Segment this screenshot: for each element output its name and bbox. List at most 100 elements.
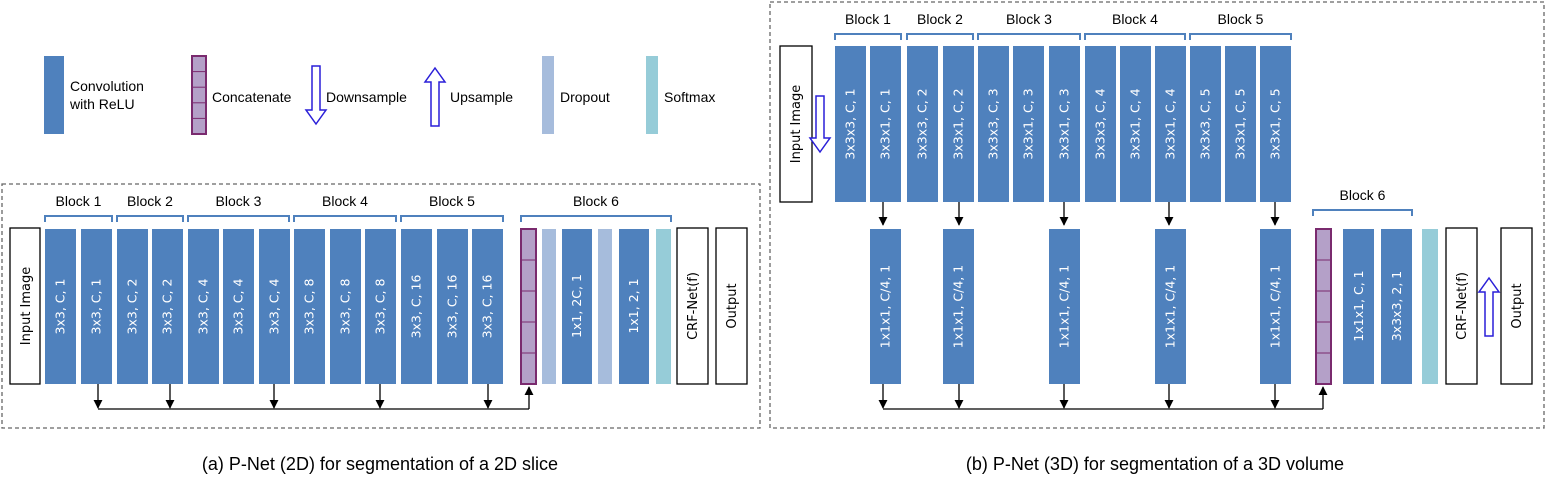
block-label-3d-bracket bbox=[1312, 209, 1413, 216]
block-label-3d: Block 6 bbox=[1340, 187, 1386, 203]
conv-layer-2d bbox=[437, 229, 468, 384]
block-label-2d-bracket bbox=[400, 215, 504, 222]
conv-layer-2d bbox=[152, 229, 183, 384]
crf-label-2d: CRF-Net(f) bbox=[686, 272, 701, 340]
conv-layer-2d-label: 3x3, C, 1 bbox=[53, 279, 68, 335]
reduce-layer-3d-label: 1x1x1, C/4, 1 bbox=[1268, 265, 1283, 348]
legend-dropout-label: Dropout bbox=[560, 89, 610, 105]
conv-layer-3d-label: 3x3x1, C, 3 bbox=[1021, 88, 1036, 159]
block-outputs-3d bbox=[878, 202, 1280, 226]
block-label-2d: Block 5 bbox=[429, 193, 475, 209]
conv-layer-3d bbox=[1260, 46, 1291, 202]
block-label-2d: Block 3 bbox=[216, 193, 262, 209]
dropout-2d-b bbox=[598, 229, 612, 384]
conv-layer-2d-label: 3x3, C, 16 bbox=[409, 275, 424, 339]
panel-2d: Input Image 3x3, C, 1 3x3, C, 1 3x3, C, 2 3… bbox=[1, 183, 761, 474]
conv-layer-2d bbox=[259, 229, 290, 384]
block-label-2d-bracket bbox=[187, 215, 290, 222]
conv-layer-3d-label: 3x3x1, C, 4 bbox=[1163, 88, 1178, 159]
legend-dropout-swatch bbox=[542, 56, 554, 134]
reduce-layer-3d-label: 1x1x1, C/4, 1 bbox=[951, 265, 966, 348]
conv-layer-2d-label: 3x3, C, 4 bbox=[196, 279, 211, 335]
reduce-layer-3d bbox=[1155, 229, 1186, 384]
conv-layer-3d bbox=[870, 46, 901, 202]
block-label-3d: Block 2 bbox=[917, 11, 963, 27]
block-label-3d-bracket bbox=[834, 33, 902, 40]
conv-layer-2d bbox=[330, 229, 361, 384]
caption-2d: (a) P-Net (2D) for segmentation of a 2D … bbox=[202, 454, 558, 474]
conv-layer-2d bbox=[188, 229, 219, 384]
conv-layer-2d-label: 3x3, C, 8 bbox=[338, 279, 353, 335]
block-label-2d: Block 4 bbox=[322, 193, 368, 209]
conv-layer-2d-label: 3x3, C, 8 bbox=[302, 279, 317, 335]
conv-layer-3d bbox=[978, 46, 1009, 202]
legend-conv-swatch bbox=[44, 56, 64, 134]
conv-layer-3d bbox=[835, 46, 866, 202]
reduce-layer-3d-label: 1x1x1, C/4, 1 bbox=[878, 265, 893, 348]
skip-connections-3d bbox=[878, 384, 1328, 410]
conv-layer-2d-label: 3x3, C, 4 bbox=[267, 279, 282, 335]
legend-concat-swatch bbox=[191, 55, 207, 135]
conv-layer-3d bbox=[1049, 46, 1080, 202]
output-box-2d bbox=[715, 227, 748, 385]
legend-conv-label-2: with ReLU bbox=[69, 96, 135, 112]
legend-softmax-swatch bbox=[646, 56, 658, 134]
reduce-layer-3d-label: 1x1x1, C/4, 1 bbox=[1163, 265, 1178, 348]
conv-layer-3d-label: 3x3x1, C, 4 bbox=[1128, 88, 1143, 159]
conv-layer-3d bbox=[943, 46, 974, 202]
bottom-layers-3d: 1x1x1, C/4, 1 1x1x1, C/4, 1 1x1x1, C/4, 1 1… bbox=[870, 229, 1291, 384]
legend-softmax-label: Softmax bbox=[664, 89, 715, 105]
conv-3d-b6-a-label: 1x1x1, C, 1 bbox=[1351, 270, 1366, 341]
conv-layer-3d-label: 3x3x3, C, 2 bbox=[915, 88, 930, 159]
block-label-2d: Block 6 bbox=[573, 193, 619, 209]
down-arrow-icon bbox=[304, 65, 328, 126]
conv-3d-b6-a bbox=[1343, 229, 1374, 384]
input-image-label-2d: Input Image bbox=[19, 267, 34, 346]
conv-layer-2d-label: 3x3, C, 4 bbox=[231, 279, 246, 335]
concat-3d bbox=[1315, 228, 1332, 385]
conv-layer-3d-label: 3x3x3, C, 1 bbox=[843, 88, 858, 159]
block-label-2d-bracket bbox=[116, 215, 184, 222]
conv-layer-2d-label: 3x3, C, 2 bbox=[125, 279, 140, 335]
up-arrow-icon bbox=[423, 66, 447, 127]
conv-layer-3d bbox=[1155, 46, 1186, 202]
conv-layer-3d bbox=[1190, 46, 1221, 202]
crf-label-3d: CRF-Net(f) bbox=[1455, 272, 1470, 340]
conv-layer-2d bbox=[365, 229, 396, 384]
reduce-layer-3d bbox=[1049, 229, 1080, 384]
conv-layer-3d bbox=[1120, 46, 1151, 202]
down-arrow-icon bbox=[808, 95, 832, 154]
legend: Convolution with ReLU Concatenate Downsa… bbox=[44, 55, 715, 135]
conv-layer-2d bbox=[117, 229, 148, 384]
conv-3d-b6-b-label: 3x3x3, 2, 1 bbox=[1389, 271, 1404, 341]
conv-layer-3d bbox=[1225, 46, 1256, 202]
conv-layer-2d-label: 3x3, C, 16 bbox=[480, 275, 495, 339]
conv-layer-3d-label: 3x3x3, C, 3 bbox=[986, 88, 1001, 159]
block-label-3d-bracket bbox=[1189, 33, 1292, 40]
conv-layer-2d-label: 3x3, C, 1 bbox=[89, 279, 104, 335]
softmax-3d bbox=[1422, 229, 1438, 384]
reduce-layer-3d bbox=[943, 229, 974, 384]
output-box-3d bbox=[1500, 227, 1533, 385]
legend-conv-label-1: Convolution bbox=[70, 78, 144, 94]
conv-layer-3d bbox=[1085, 46, 1116, 202]
conv-layer-3d-label: 3x3x3, C, 4 bbox=[1093, 88, 1108, 159]
top-layers-3d: 3x3x3, C, 1 3x3x1, C, 1 3x3x3, C, 2 3x3x1, … bbox=[835, 46, 1291, 202]
conv-layer-2d bbox=[472, 229, 503, 384]
conv-layer-3d-label: 3x3x1, C, 1 bbox=[878, 88, 893, 159]
block-label-2d-bracket bbox=[44, 215, 113, 222]
conv-3d-b6-b bbox=[1381, 229, 1412, 384]
dropout-2d-a bbox=[542, 229, 556, 384]
reduce-layer-3d-label: 1x1x1, C/4, 1 bbox=[1057, 265, 1072, 348]
conv-layer-2d-label: 3x3, C, 8 bbox=[373, 279, 388, 335]
skip-connections-2d bbox=[93, 384, 534, 410]
input-image-label-3d: Input Image bbox=[789, 85, 804, 164]
conv-layer-3d-label: 3x3x1, C, 3 bbox=[1057, 88, 1072, 159]
caption-3d: (b) P-Net (3D) for segmentation of a 3D … bbox=[966, 454, 1344, 474]
output-label-2d: Output bbox=[725, 283, 740, 328]
conv-layer-2d bbox=[401, 229, 432, 384]
